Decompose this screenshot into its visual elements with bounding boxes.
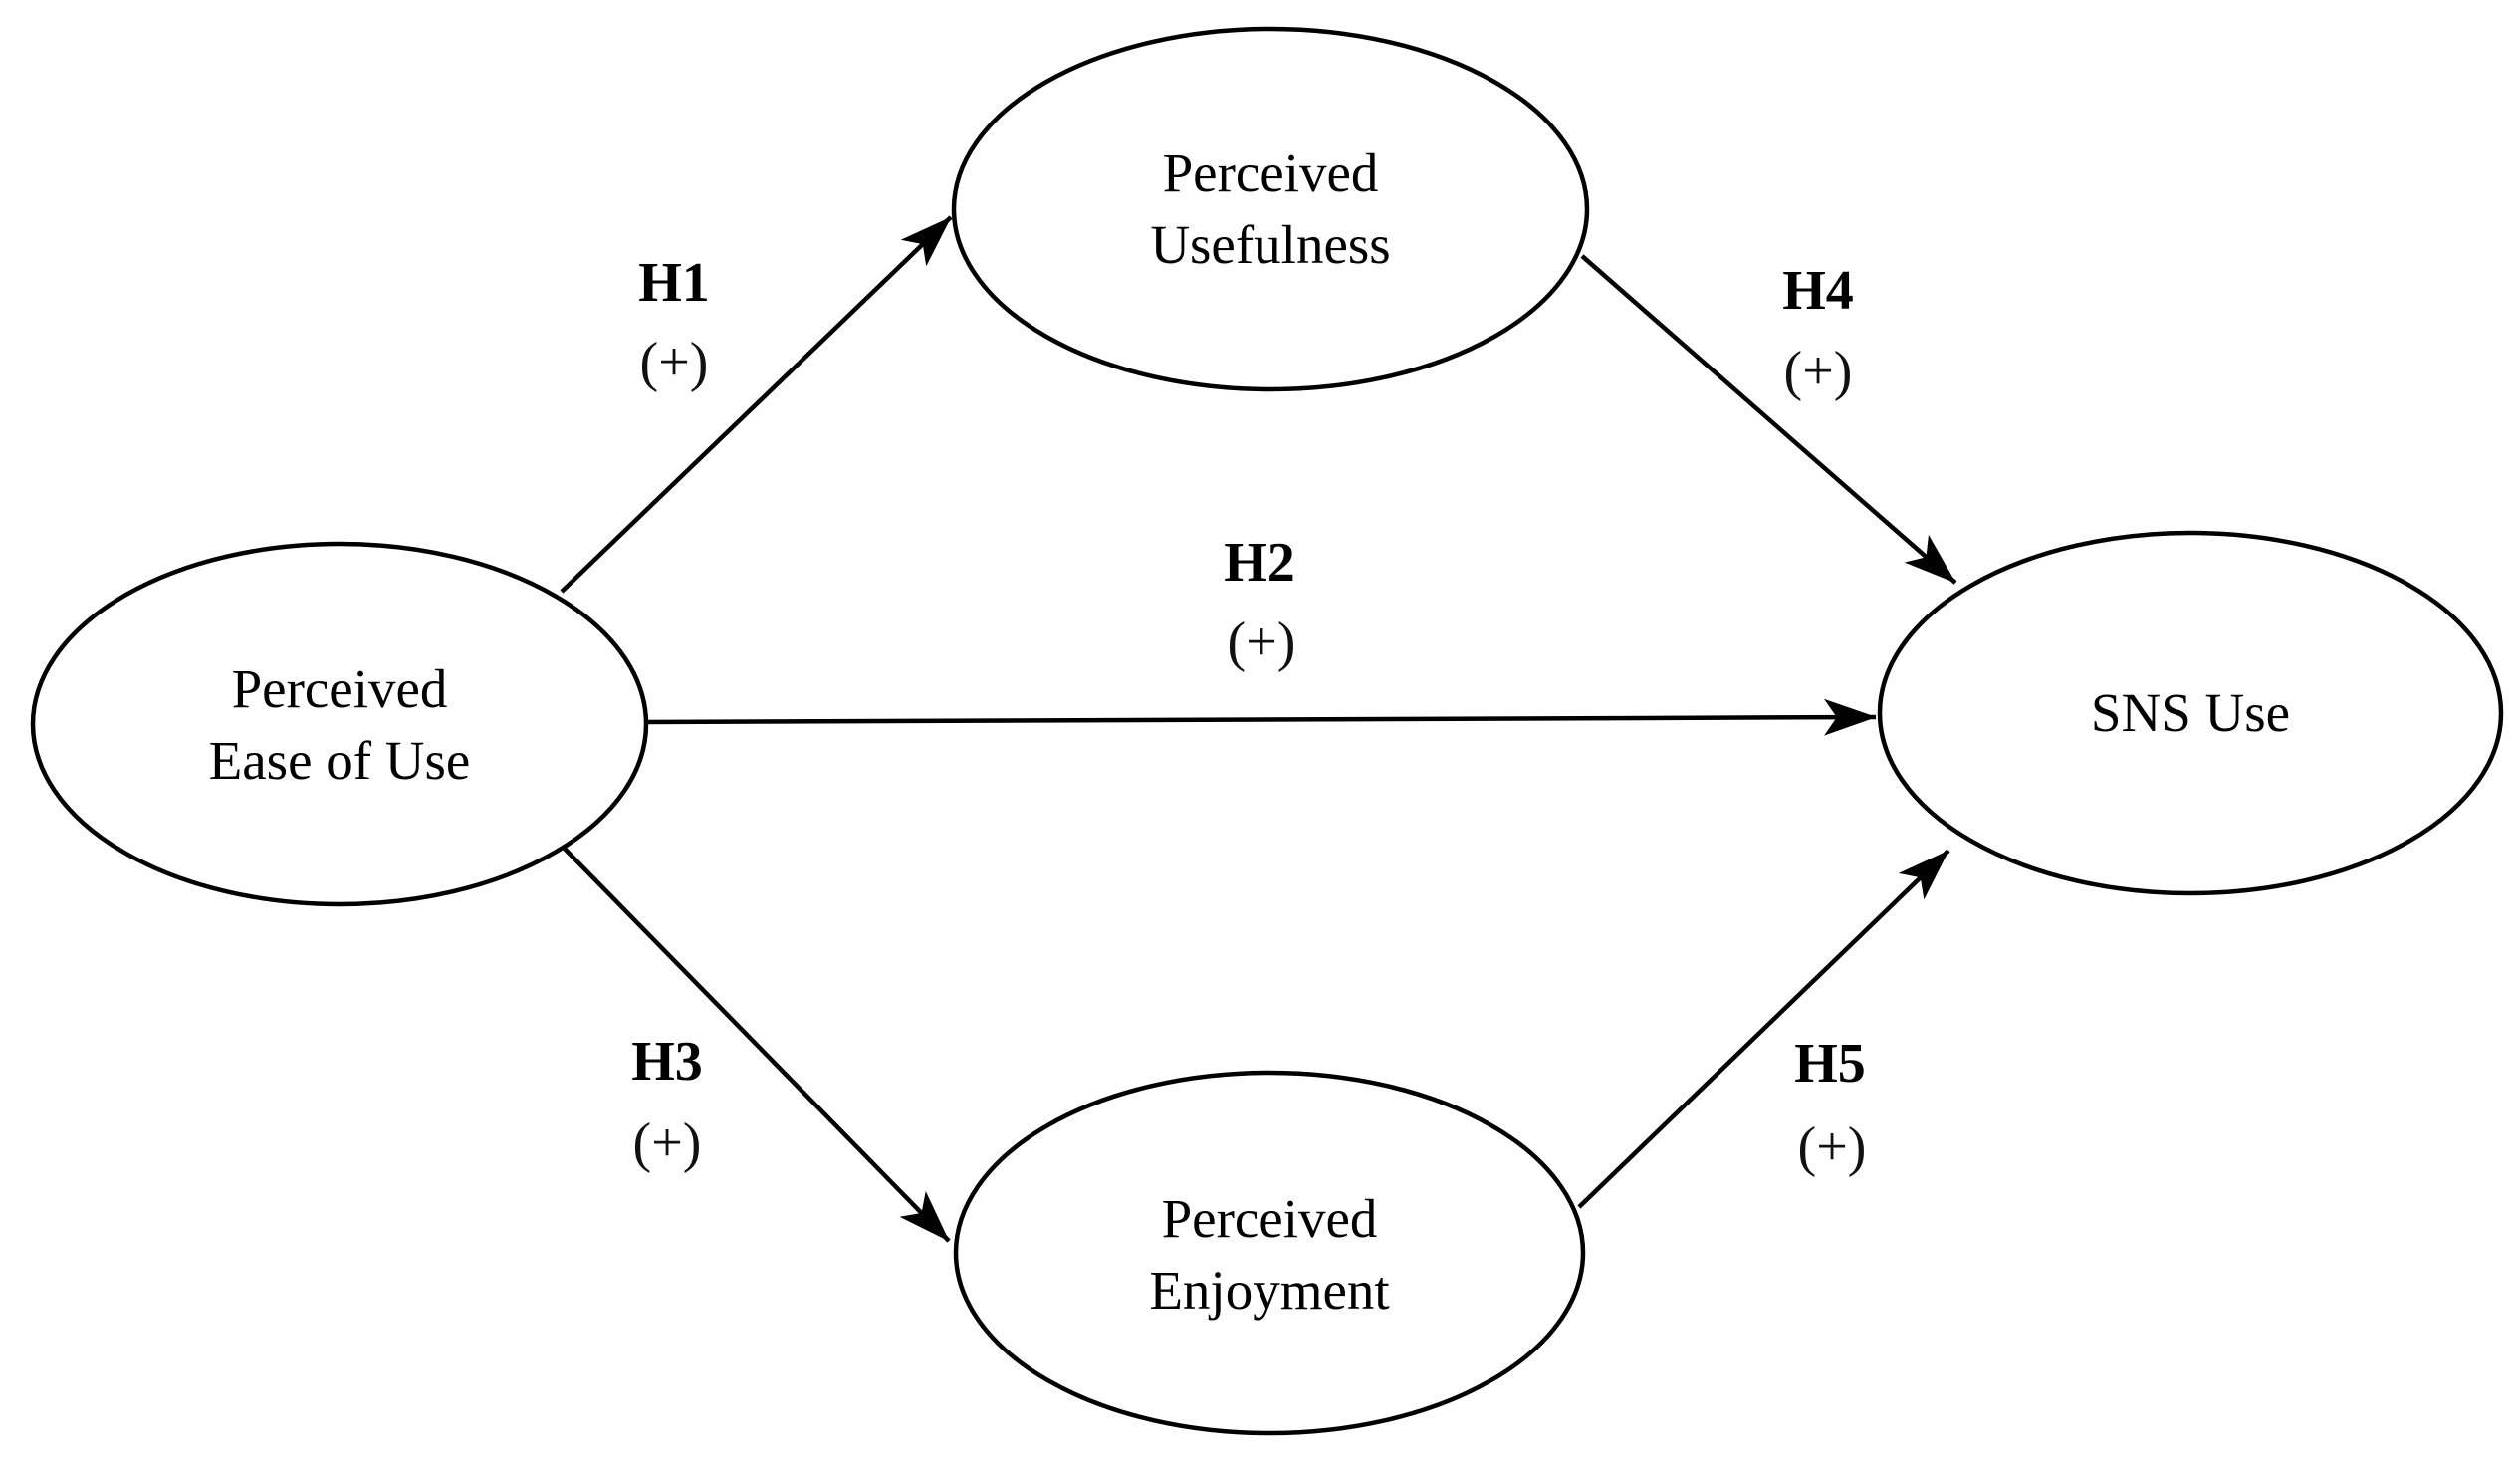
node-label-ease-line1: Perceived	[232, 658, 448, 719]
node-perceived-ease-of-use: Perceived Ease of Use	[30, 541, 649, 907]
edge-h1-arrow	[560, 215, 953, 594]
edge-h5-sign: (+)	[1798, 1116, 1867, 1178]
edge-h1-sign: (+)	[640, 332, 709, 393]
edge-h4-label: H4	[1782, 260, 1854, 322]
edge-h2-arrow	[645, 698, 1877, 736]
edge-h5-arrow	[1577, 849, 1950, 1209]
node-sns-use: SNS Use	[1877, 530, 2504, 896]
edge-h2-label: H2	[1224, 532, 1295, 594]
edge-h3-sign: (+)	[633, 1112, 702, 1174]
node-ellipse-sns-use	[1877, 530, 2504, 896]
edge-h5-enjoyment-to-sns: H5 (+)	[1577, 849, 1950, 1209]
node-label-usefulness-line1: Perceived	[1163, 142, 1379, 203]
edge-h4-arrow	[1580, 254, 1957, 585]
edge-h3-label: H3	[631, 1031, 703, 1093]
node-ellipse-perceived-ease-of-use	[30, 541, 649, 907]
node-label-enjoyment-line1: Perceived	[1162, 1188, 1378, 1249]
edge-h3-ease-to-enjoyment: H3 (+)	[562, 846, 951, 1243]
node-perceived-usefulness: Perceived Usefulness	[951, 26, 1590, 392]
node-label-enjoyment-line2: Enjoyment	[1149, 1260, 1389, 1321]
edge-h4-usefulness-to-sns: H4 (+)	[1580, 254, 1957, 585]
edge-h2-ease-to-sns: H2 (+)	[645, 532, 1877, 736]
edge-h1-label: H1	[638, 252, 710, 314]
node-label-sns-use: SNS Use	[2091, 682, 2290, 743]
node-label-ease-line2: Ease of Use	[209, 730, 471, 791]
edge-h4-sign: (+)	[1784, 341, 1853, 402]
edge-h5-label: H5	[1794, 1033, 1866, 1095]
edge-h1-ease-to-usefulness: H1 (+)	[560, 215, 953, 594]
node-perceived-enjoyment: Perceived Enjoyment	[953, 1070, 1586, 1436]
node-ellipse-perceived-enjoyment	[953, 1070, 1586, 1436]
node-ellipse-perceived-usefulness	[951, 26, 1590, 392]
edge-h2-sign: (+)	[1228, 612, 1296, 673]
edge-h3-arrow	[562, 846, 951, 1243]
node-label-usefulness-line2: Usefulness	[1150, 214, 1390, 275]
